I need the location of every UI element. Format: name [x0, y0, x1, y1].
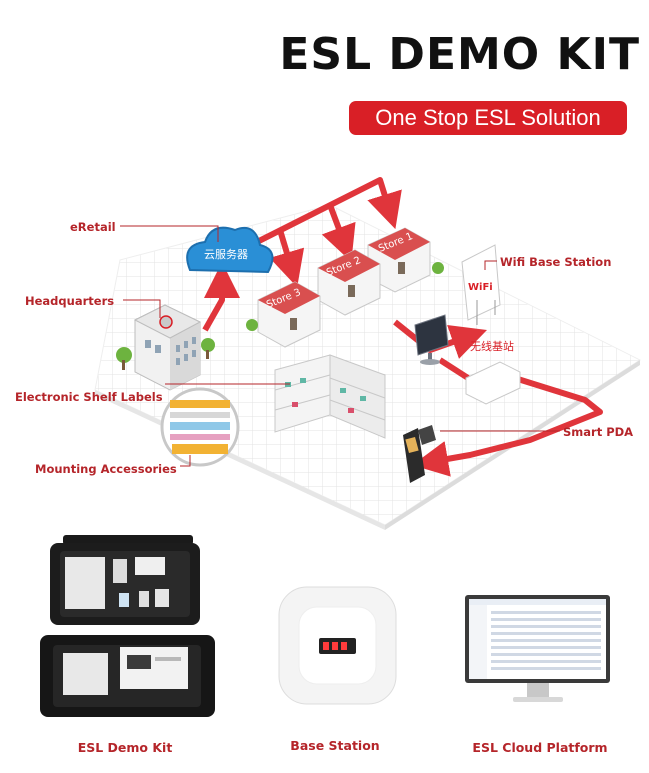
wifi-sign-text: WiFi — [468, 282, 493, 293]
pointer-eretail — [120, 225, 219, 242]
subtitle-banner: One Stop ESL Solution — [349, 101, 627, 135]
arrow-router-to-pda — [412, 372, 603, 477]
arrow-hq-to-cloud — [202, 262, 240, 332]
label-wifi-base-station: Wifi Base Station — [500, 255, 612, 269]
pointer-mounting — [180, 455, 191, 467]
label-smart-pda: Smart PDA — [563, 425, 634, 439]
arrow-cloud-to-store3 — [243, 177, 402, 251]
caption-demo-kit: ESL Demo Kit — [77, 740, 173, 755]
store-3-building: Store 3 — [246, 281, 321, 348]
store-1-building: Store 1 — [367, 227, 444, 293]
product-base-station-image — [278, 586, 397, 705]
page-title: ESL DEMO KIT — [279, 29, 640, 80]
smart-pda-icon — [403, 425, 436, 483]
router-text: 无线基站 — [470, 339, 514, 353]
label-mounting-accessories: Mounting Accessories — [35, 462, 177, 476]
label-headquarters: Headquarters — [25, 294, 115, 308]
cloud-text: 云服务器 — [204, 248, 248, 261]
product-cloud-platform-image — [465, 595, 610, 702]
wifi-base-station-icon: WiFi — [461, 244, 501, 325]
router-icon: 无线基站 — [465, 339, 521, 405]
caption-cloud-platform: ESL Cloud Platform — [472, 740, 608, 755]
arrow-branch-store2 — [321, 203, 356, 262]
caption-base-station: Base Station — [290, 738, 380, 753]
esl-zoom-lens — [160, 387, 240, 467]
pointer-headquarters — [123, 299, 161, 318]
headquarters-building — [116, 304, 215, 391]
arrow-branch-store1 — [269, 229, 305, 288]
label-eretail: eRetail — [70, 220, 116, 234]
product-demo-kit-image — [40, 535, 215, 717]
arrow-monitor-to-router — [438, 357, 470, 381]
system-diagram: 云服务器 Store 1 Store 2 Store 3 WiFi 无线基站 — [94, 177, 642, 530]
shelf-units — [274, 354, 386, 439]
cloud-server-icon: 云服务器 — [186, 226, 274, 274]
label-electronic-shelf-labels: Electronic Shelf Labels — [15, 390, 163, 404]
monitor-icon — [414, 314, 449, 365]
pointer-wifi — [484, 260, 497, 270]
